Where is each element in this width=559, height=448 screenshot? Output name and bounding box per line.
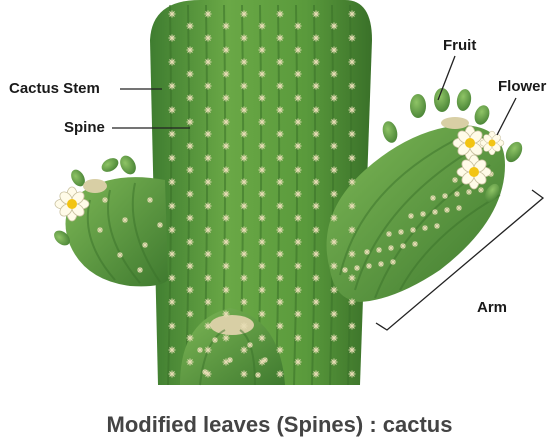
leader-line-fruit: [437, 55, 456, 101]
flower-right-small: [479, 130, 505, 156]
label-arm: Arm: [477, 299, 508, 316]
label-fruit: Fruit: [443, 37, 477, 54]
flower-left: [54, 186, 90, 222]
leader-line-flower: [496, 97, 517, 136]
label-spine: Spine: [64, 119, 105, 136]
caption: Modified leaves (Spines) : cactus: [106, 412, 453, 437]
arm-bracket: [375, 189, 545, 331]
label-cactus-stem: Cactus Stem: [9, 80, 100, 97]
flower-right-top: [452, 125, 488, 161]
left-arm: [54, 155, 168, 287]
flower-right-bottom: [456, 154, 492, 190]
spines: [82, 10, 494, 378]
leader-lines: [112, 55, 545, 331]
label-flower: Flower: [498, 78, 547, 95]
